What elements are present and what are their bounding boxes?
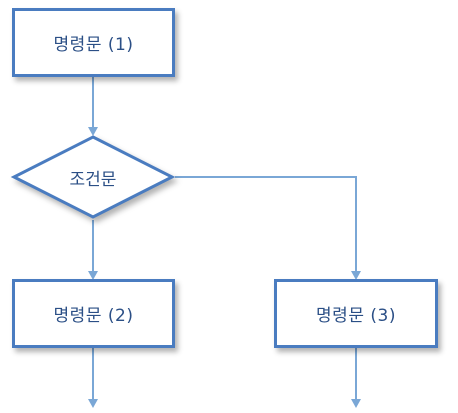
arrow-condition-to-stmt3 bbox=[175, 176, 361, 280]
statement-1-box: 명령문 (1) bbox=[12, 8, 175, 77]
condition-diamond-shape bbox=[10, 135, 176, 219]
condition-decision: 조건문 bbox=[10, 134, 176, 220]
condition-label: 조건문 bbox=[69, 169, 117, 190]
statement-2-box: 명령문 (2) bbox=[12, 279, 175, 348]
statement-2-label: 명령문 (2) bbox=[53, 306, 134, 326]
statement-3-label: 명령문 (3) bbox=[316, 306, 396, 326]
statement-3-box: 명령문 (3) bbox=[274, 279, 438, 348]
statement-1-label: 명령문 (1) bbox=[53, 35, 134, 55]
